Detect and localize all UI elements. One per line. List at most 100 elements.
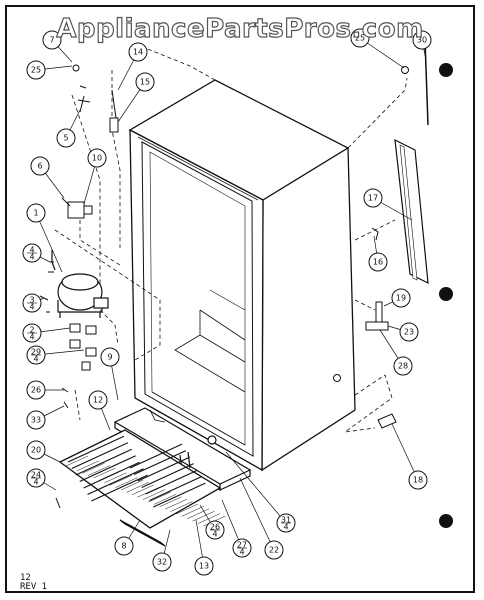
callout-c32: 32 <box>152 552 172 572</box>
callout-label-c1: 1 <box>33 209 38 218</box>
callout-c6: 6 <box>30 156 50 176</box>
callout-c7: 7 <box>42 30 62 50</box>
callout-circle-c33 <box>26 410 46 430</box>
callout-label-c19: 19 <box>396 294 406 303</box>
callout-c25a: 25 <box>26 60 46 80</box>
callout-circle-c10 <box>87 148 107 168</box>
callout-label-c16: 16 <box>373 258 383 267</box>
revision-line-2: REV 1 <box>20 582 48 592</box>
callout-circle-c18 <box>408 470 428 490</box>
callout-circle-c22 <box>264 540 284 560</box>
callout-c19: 19 <box>391 288 411 308</box>
callout-c33: 33 <box>26 410 46 430</box>
callout-circle-c13 <box>194 556 214 576</box>
callout-label-c30: 30 <box>417 36 427 45</box>
callout-c15: 15 <box>135 72 155 92</box>
condenser-coil <box>58 429 226 547</box>
callout-c28: 28 <box>393 356 413 376</box>
callout-circle-c1 <box>26 203 46 223</box>
callout-c8: 8 <box>114 536 134 556</box>
callout-label-c5: 5 <box>63 134 68 143</box>
callout-circle-c15 <box>135 72 155 92</box>
callout-label-c20: 20 <box>31 446 41 455</box>
callout-circle-c9 <box>100 347 120 367</box>
callout-label-c12: 12 <box>93 396 103 405</box>
callout-label-c8: 8 <box>121 542 126 551</box>
callout-c18: 18 <box>408 470 428 490</box>
callout-c20: 20 <box>26 440 46 460</box>
coil-bracket <box>119 519 166 547</box>
callout-leader-c1 <box>35 212 63 273</box>
callout-c23: 23 <box>399 322 419 342</box>
coil-fins <box>65 455 226 527</box>
callout-circle-c26 <box>26 380 46 400</box>
callout-circle-c25a <box>26 60 46 80</box>
watermark-text: AppliancePartsPros.com <box>56 13 424 44</box>
hinge-hardware-right <box>333 66 409 429</box>
diagram-border <box>5 5 475 593</box>
callout-circle-c25b <box>350 28 370 48</box>
callout-circle-c23 <box>399 322 419 342</box>
side-rail <box>394 39 429 285</box>
cabinet-shell <box>128 79 356 472</box>
registration-dot-middle <box>439 287 453 301</box>
callout-c1: 1 <box>26 203 46 223</box>
callout-c14: 14 <box>128 42 148 62</box>
callout-label-c28: 28 <box>398 362 408 371</box>
callout-c30: 30 <box>412 30 432 50</box>
callout-c10: 10 <box>87 148 107 168</box>
callout-c13: 13 <box>194 556 214 576</box>
callout-label-c25a: 25 <box>31 66 41 75</box>
callout-circle-c17 <box>363 188 383 208</box>
callout-label-c14: 14 <box>133 48 143 57</box>
base-plate <box>113 407 252 492</box>
assembly-dashed-lines <box>54 45 408 471</box>
callout-c12: 12 <box>88 390 108 410</box>
coil-tubes-right <box>129 443 206 508</box>
callout-label-c33: 33 <box>31 416 41 425</box>
callout-label-c9: 9 <box>107 353 112 362</box>
callout-circle-c28 <box>393 356 413 376</box>
revision-line-1: 12 <box>20 573 31 583</box>
callout-label-c18: 18 <box>413 476 423 485</box>
callout-label-c10: 10 <box>92 154 102 163</box>
callout-circle-c19 <box>391 288 411 308</box>
coil-tubes-left <box>67 435 148 502</box>
callout-circle-c6 <box>30 156 50 176</box>
revision-label: 12 REV 1 <box>20 574 47 592</box>
callout-label-c15: 15 <box>140 78 150 87</box>
callout-c17: 17 <box>363 188 383 208</box>
callout-c5: 5 <box>56 128 76 148</box>
callout-label-c26: 26 <box>31 386 41 395</box>
callout-circle-c14 <box>128 42 148 62</box>
callout-circle-c5 <box>56 128 76 148</box>
callout-label-c6: 6 <box>37 162 42 171</box>
registration-dot-bottom <box>439 514 453 528</box>
callout-leader-c31_4 <box>225 451 287 524</box>
mounting-hardware-left <box>39 261 97 509</box>
compressor <box>51 250 109 318</box>
callout-leader-c18 <box>391 423 419 481</box>
callout-c25b: 25 <box>350 28 370 48</box>
callout-leader-c22 <box>239 477 275 551</box>
callout-label-c13: 13 <box>199 562 209 571</box>
callout-c22: 22 <box>264 540 284 560</box>
callout-label-c25b: 25 <box>355 34 365 43</box>
callout-label-c23: 23 <box>404 328 414 337</box>
relay-assembly <box>61 64 119 219</box>
